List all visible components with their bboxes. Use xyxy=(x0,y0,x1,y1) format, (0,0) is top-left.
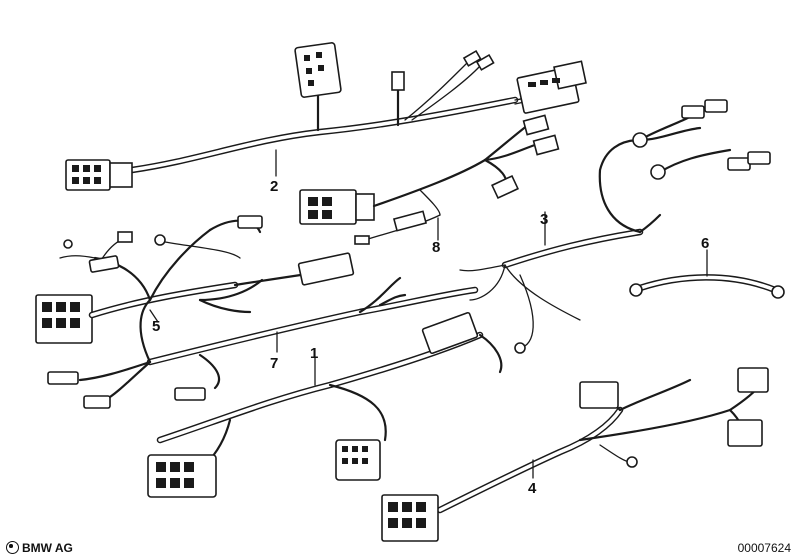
copyright-text: BMW AG xyxy=(22,541,73,555)
harness-part-5[interactable] xyxy=(35,215,352,344)
part-label-8: 8 xyxy=(432,239,440,256)
part-label-1: 1 xyxy=(310,345,318,362)
part-label-7: 7 xyxy=(270,355,278,372)
harness-part-8[interactable] xyxy=(299,114,560,245)
harness-part-4[interactable] xyxy=(381,367,769,542)
ground-strap-part-6[interactable] xyxy=(629,249,785,299)
harness-part-7[interactable] xyxy=(47,252,479,409)
part-label-4: 4 xyxy=(528,480,537,497)
harness-part-2[interactable] xyxy=(65,42,587,191)
copyright-icon xyxy=(6,541,19,554)
part-label-2: 2 xyxy=(270,178,278,195)
part-label-5: 5 xyxy=(152,318,160,335)
part-label-3: 3 xyxy=(540,211,548,228)
harness-part-3[interactable] xyxy=(459,99,771,354)
copyright-notice: BMW AG xyxy=(6,541,73,555)
harness-part-1[interactable] xyxy=(147,311,503,498)
part-label-6: 6 xyxy=(701,235,709,252)
diagram-number: 00007624 xyxy=(737,541,791,555)
